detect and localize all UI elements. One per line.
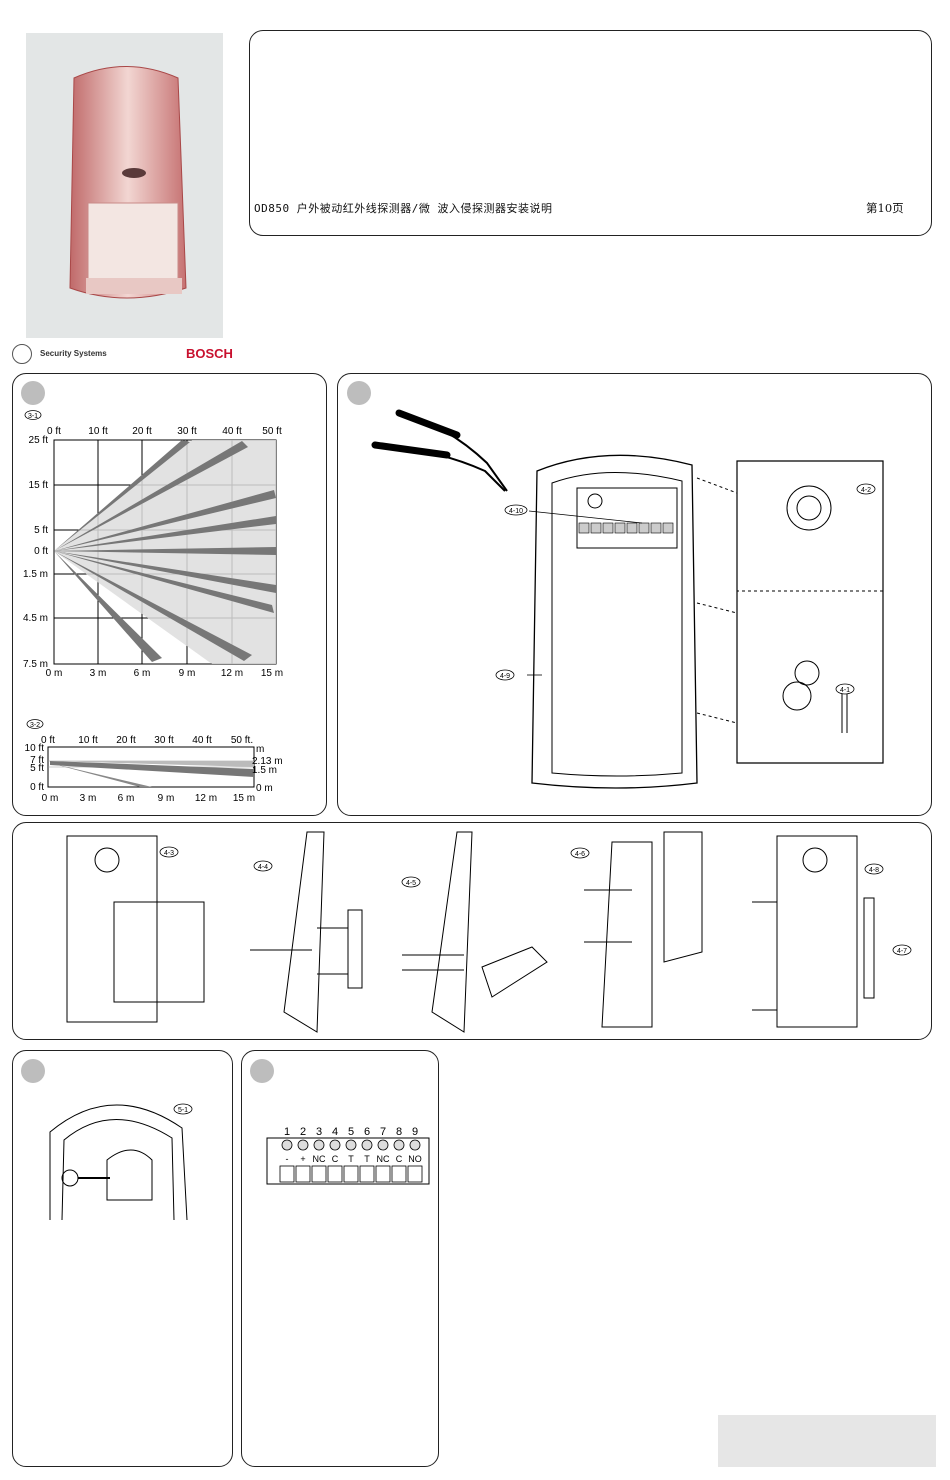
- tag-5-1: 5-1: [178, 1107, 188, 1114]
- section-5-panel: [12, 1050, 233, 1467]
- m-tick: 12 m: [221, 668, 243, 679]
- svg-text:3 m: 3 m: [80, 793, 97, 804]
- terminal-label: -: [286, 1154, 289, 1164]
- terminal-label: NO: [408, 1154, 422, 1164]
- side-ft: 0 ft: [34, 546, 48, 557]
- terminal-number: 8: [396, 1126, 402, 1138]
- brand-division: Security Systems: [40, 349, 107, 358]
- installation-panel: [337, 373, 932, 816]
- svg-text:15 m: 15 m: [233, 793, 255, 804]
- tag-4-2: 4-2: [861, 487, 871, 494]
- side-m: 1.5 m: [23, 569, 48, 580]
- tag-4-7: 4-7: [897, 948, 907, 955]
- mounting-diagrams: 4-3 4-4 4-5 4-6 4-8 4-7: [66, 831, 912, 1033]
- m-tick: 9 m: [179, 668, 196, 679]
- svg-text:7 ft: 7 ft: [30, 755, 44, 766]
- tamper-screw-diagram: 5-1: [49, 1103, 193, 1221]
- terminal-number: 3: [316, 1126, 322, 1138]
- ft-tick: 30 ft: [177, 426, 197, 437]
- m-tick: 0 m: [46, 668, 63, 679]
- terminal-number: 6: [364, 1126, 370, 1138]
- header-box: [249, 30, 932, 236]
- svg-text:2.13 m: 2.13 m: [252, 756, 283, 767]
- terminal-number: 7: [380, 1126, 386, 1138]
- tag-4-1: 4-1: [840, 687, 850, 694]
- tag-4-3: 4-3: [164, 850, 174, 857]
- svg-text:10 ft: 10 ft: [25, 743, 45, 754]
- svg-text:5 ft: 5 ft: [30, 763, 44, 774]
- m-tick: 6 m: [134, 668, 151, 679]
- terminal-label: T: [364, 1154, 370, 1164]
- product-photo: [26, 33, 223, 338]
- svg-text:0 ft: 0 ft: [30, 782, 44, 793]
- side-ft: 15 ft: [29, 480, 49, 491]
- terminal-block: 1 2 3 4 5 6 7 8 9 - + NC C T T NC C NO: [266, 1126, 430, 1185]
- svg-text:0 ft: 0 ft: [41, 735, 55, 746]
- ft-tick: 50 ft: [262, 426, 282, 437]
- terminal-label: NC: [313, 1154, 326, 1164]
- m-tick: 3 m: [90, 668, 107, 679]
- svg-text:0 m: 0 m: [256, 783, 273, 794]
- terminal-label: T: [348, 1154, 354, 1164]
- ft-tick: 0 ft: [47, 426, 61, 437]
- footer-block: [718, 1415, 936, 1467]
- tag-3-2: 3-2: [30, 722, 40, 729]
- tag-3-1: 3-1: [28, 413, 38, 420]
- tag-4-8: 4-8: [869, 867, 879, 874]
- svg-text:50 ft.: 50 ft.: [231, 735, 253, 746]
- tag-4-9: 4-9: [500, 673, 510, 680]
- coverage-diagram: 3-1 0 ft 10 ft 20 ft 30 ft 40 ft 50 ft 0…: [23, 410, 283, 804]
- section-6-panel: [241, 1050, 439, 1467]
- terminal-label: C: [332, 1154, 339, 1164]
- svg-text:30 ft: 30 ft: [154, 735, 174, 746]
- side-m: 7.5 m: [23, 659, 48, 670]
- tag-4-6: 4-6: [575, 851, 585, 858]
- terminal-number: 5: [348, 1126, 354, 1138]
- section-3-marker: [21, 381, 45, 405]
- ft-tick: 40 ft: [222, 426, 242, 437]
- side-m: 4.5 m: [23, 613, 48, 624]
- tag-4-5: 4-5: [406, 880, 416, 887]
- m-tick: 15 m: [261, 668, 283, 679]
- svg-text:6 m: 6 m: [118, 793, 135, 804]
- tag-4-10: 4-10: [509, 508, 523, 515]
- svg-text:20 ft: 20 ft: [116, 735, 136, 746]
- side-ft: 5 ft: [34, 525, 48, 536]
- terminal-number: 1: [284, 1126, 290, 1138]
- terminal-number: 2: [300, 1126, 306, 1138]
- section-5-marker: [21, 1059, 45, 1083]
- terminal-number: 9: [412, 1126, 418, 1138]
- mounting-panel: [12, 822, 932, 1040]
- terminal-label: C: [396, 1154, 403, 1164]
- svg-text:m: m: [256, 744, 264, 755]
- section-4-marker: [347, 381, 371, 405]
- section-6-marker: [250, 1059, 274, 1083]
- coverage-panel: [12, 373, 327, 816]
- terminal-number: 4: [332, 1126, 338, 1138]
- terminal-label: +: [300, 1154, 305, 1164]
- document-title: OD850 户外被动红外线探测器/微 波入侵探测器安装说明: [254, 202, 553, 215]
- side-ft: 25 ft: [29, 435, 49, 446]
- installation-diagram: 4-10 4-2 4-1 4-9: [371, 409, 884, 789]
- svg-text:0 m: 0 m: [42, 793, 59, 804]
- svg-text:10 ft: 10 ft: [78, 735, 98, 746]
- terminal-label: NC: [377, 1154, 390, 1164]
- brand-name: BOSCH: [186, 346, 233, 361]
- svg-text:9 m: 9 m: [158, 793, 175, 804]
- page-number: 第10页: [866, 201, 904, 215]
- svg-text:12 m: 12 m: [195, 793, 217, 804]
- tag-4-4: 4-4: [258, 864, 268, 871]
- ft-tick: 10 ft: [88, 426, 108, 437]
- svg-text:1.5 m: 1.5 m: [252, 765, 277, 776]
- ft-tick: 20 ft: [132, 426, 152, 437]
- bosch-logo-icon: [12, 344, 32, 364]
- svg-text:40 ft: 40 ft: [192, 735, 212, 746]
